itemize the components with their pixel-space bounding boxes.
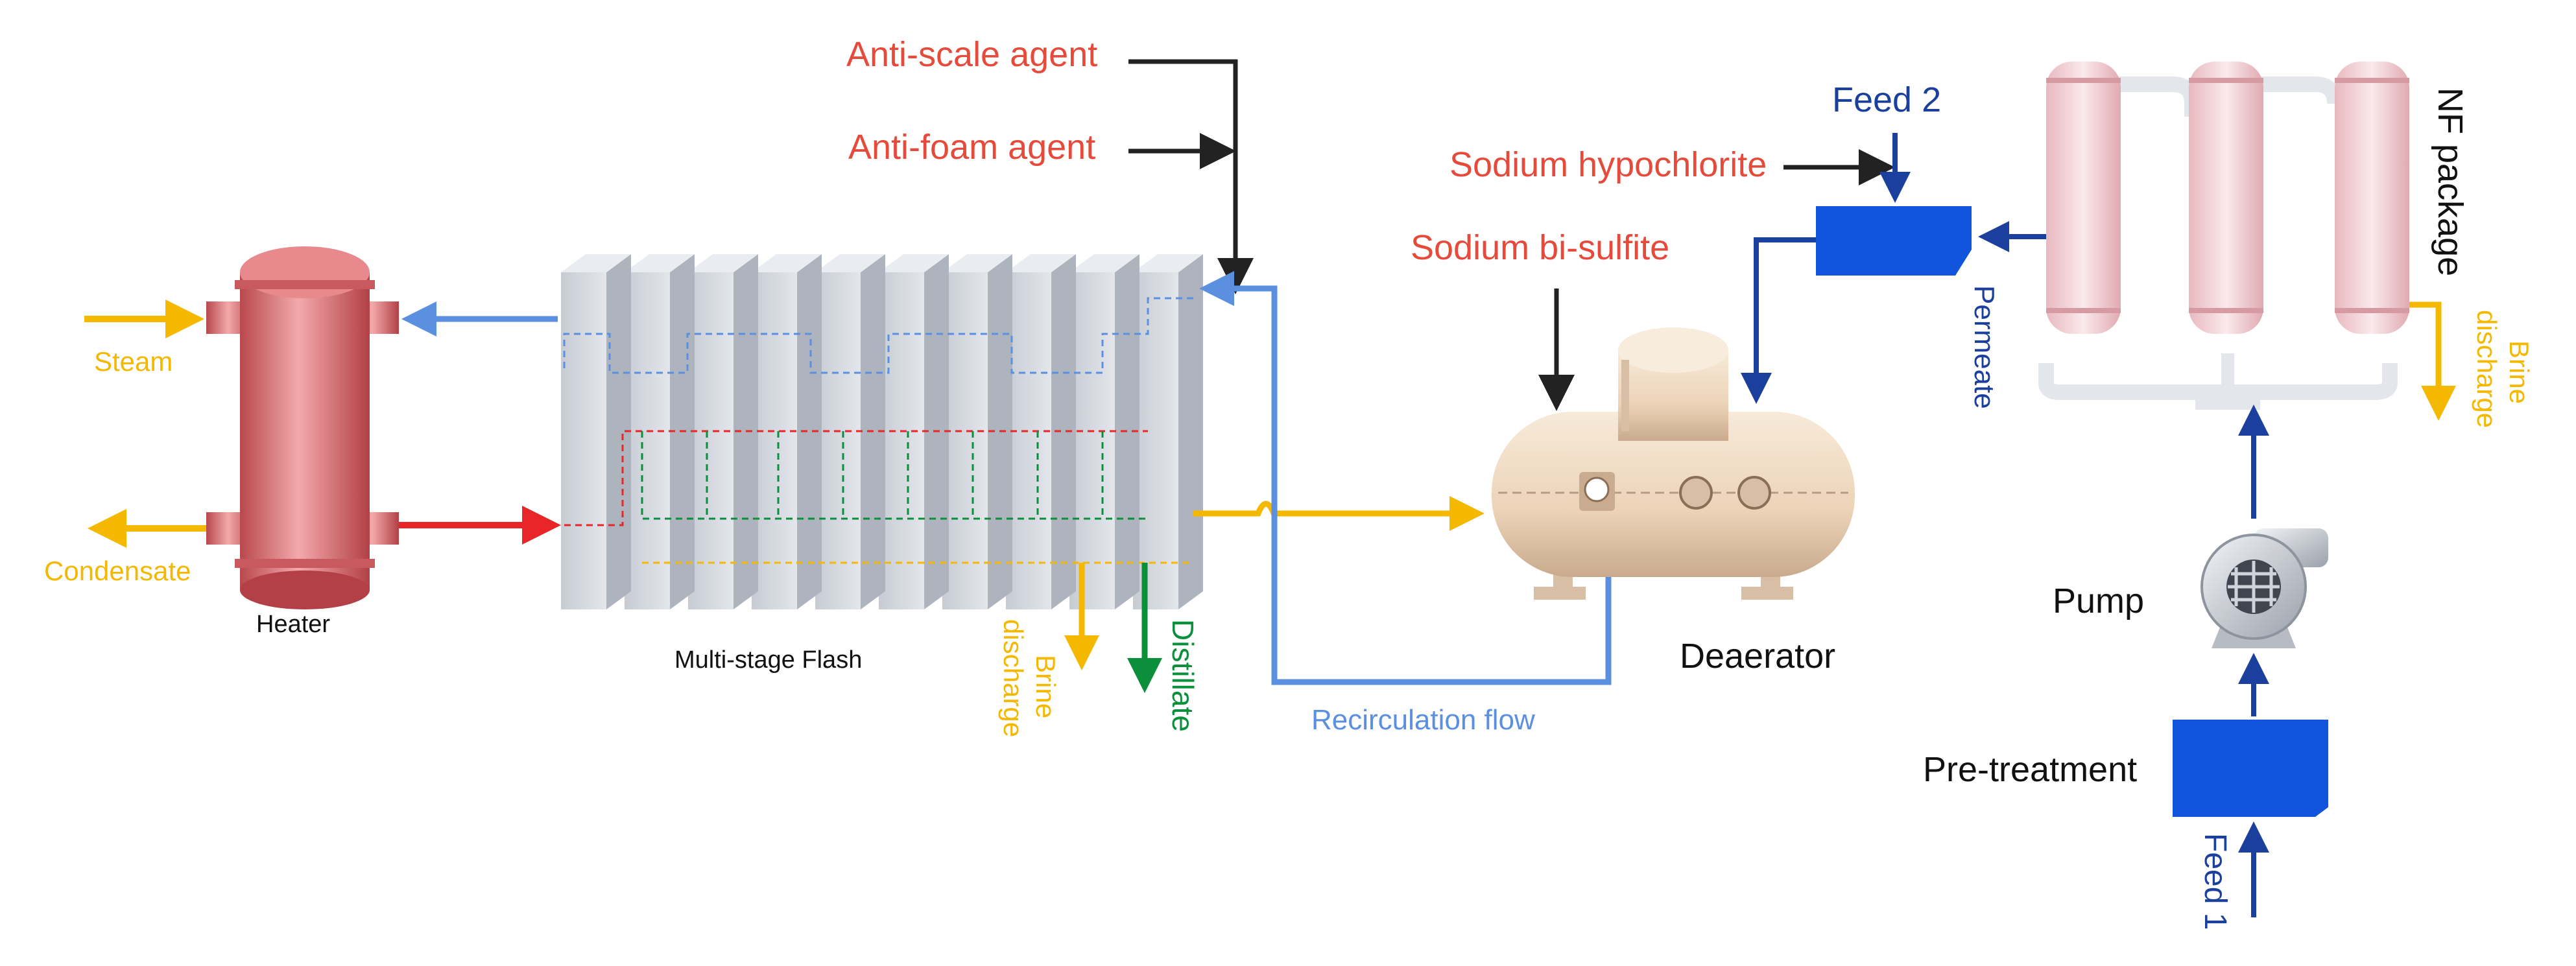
msf-stage-panel <box>815 272 861 609</box>
msf-brine-label-word1: Brine <box>1031 655 1061 718</box>
msf-stage-panel <box>879 272 924 609</box>
msf-stage-panel-side <box>1178 254 1203 609</box>
sodium-bisulfite-label: Sodium bi-sulfite <box>1411 228 1669 267</box>
nf-vessel-1 <box>2046 62 2121 334</box>
msf-stage-panel-top <box>1069 254 1139 272</box>
heater-vessel <box>206 246 399 609</box>
mixing-to-deaerator-flow <box>1741 237 1816 404</box>
anti-foam-agent-label: Anti-foam agent <box>848 128 1095 167</box>
msf-stage-panel <box>1069 272 1115 609</box>
anti-scale-dosing-arrow <box>1128 59 1254 294</box>
pump <box>2200 528 2328 648</box>
msf-stage-panel-top <box>815 254 885 272</box>
pretreatment-label: Pre-treatment <box>1923 750 2137 789</box>
msf-stage-panel-top <box>752 254 822 272</box>
msf-stage-panel-top <box>1133 254 1203 272</box>
msf-stage-panel <box>752 272 797 609</box>
pretreatment-block <box>2173 720 2328 817</box>
msf-stage-panel <box>625 272 670 609</box>
nf-package <box>2038 62 2409 410</box>
msf-stage-panel-side <box>797 254 822 609</box>
msf-stage-panel <box>1133 272 1178 609</box>
mixing-block <box>1816 206 1972 276</box>
pump-label: Pump <box>2053 582 2144 620</box>
feed-2-label: Feed 2 <box>1832 80 1941 119</box>
msf-stage-panel-top <box>879 254 949 272</box>
msf-stage-panel-top <box>942 254 1012 272</box>
msf-stage-panel <box>1006 272 1051 609</box>
recirculation-flow-label: Recirculation flow <box>1311 704 1535 736</box>
recirculation-flow-line <box>1199 271 1612 685</box>
msf-stage-panel-top <box>625 254 695 272</box>
deaerator-vessel <box>1492 327 1855 600</box>
anti-scale-agent-label: Anti-scale agent <box>846 35 1097 74</box>
heater-label: Heater <box>256 611 330 638</box>
msf-brine-path <box>564 430 1148 526</box>
steam-label: Steam <box>94 346 173 377</box>
feed-1-label: Feed 1 <box>2198 833 2232 930</box>
permeate-label: Permeate <box>1968 285 2000 409</box>
msf-stage-panel-top <box>688 254 758 272</box>
deaerator-label: Deaerator <box>1680 637 1835 676</box>
nf-package-label: NF package <box>2431 88 2470 276</box>
distillate-label: Distillate <box>1166 619 1200 732</box>
condensate-label: Condensate <box>44 556 191 586</box>
msf-stage-panel <box>688 272 733 609</box>
msf-stage-panel-side <box>606 254 631 609</box>
msf-stage-panel-side <box>1051 254 1076 609</box>
nf-brine-label-word2: discharge <box>2472 310 2502 428</box>
sodium-hypochlorite-label: Sodium hypochlorite <box>1449 145 1767 184</box>
nf-vessel-3 <box>2335 62 2409 334</box>
msf-stage-panel <box>942 272 988 609</box>
msf-stage-panel-top <box>1006 254 1076 272</box>
msf-recirc-path <box>563 297 1193 374</box>
msf-stage-panel <box>561 272 606 609</box>
nf-brine-discharge-arrow <box>2409 301 2456 421</box>
msf-distillate-risers <box>706 431 1104 519</box>
nf-vessel-2 <box>2189 62 2263 334</box>
msf-label: Multi-stage Flash <box>674 646 862 674</box>
msf-stage-panel-top <box>561 254 631 272</box>
nf-brine-label-word1: Brine <box>2504 340 2534 404</box>
msf-to-deaerator-flow <box>1193 496 1485 531</box>
msf-brine-label-word2: discharge <box>998 619 1029 737</box>
msf-distillate-path <box>641 431 1148 520</box>
